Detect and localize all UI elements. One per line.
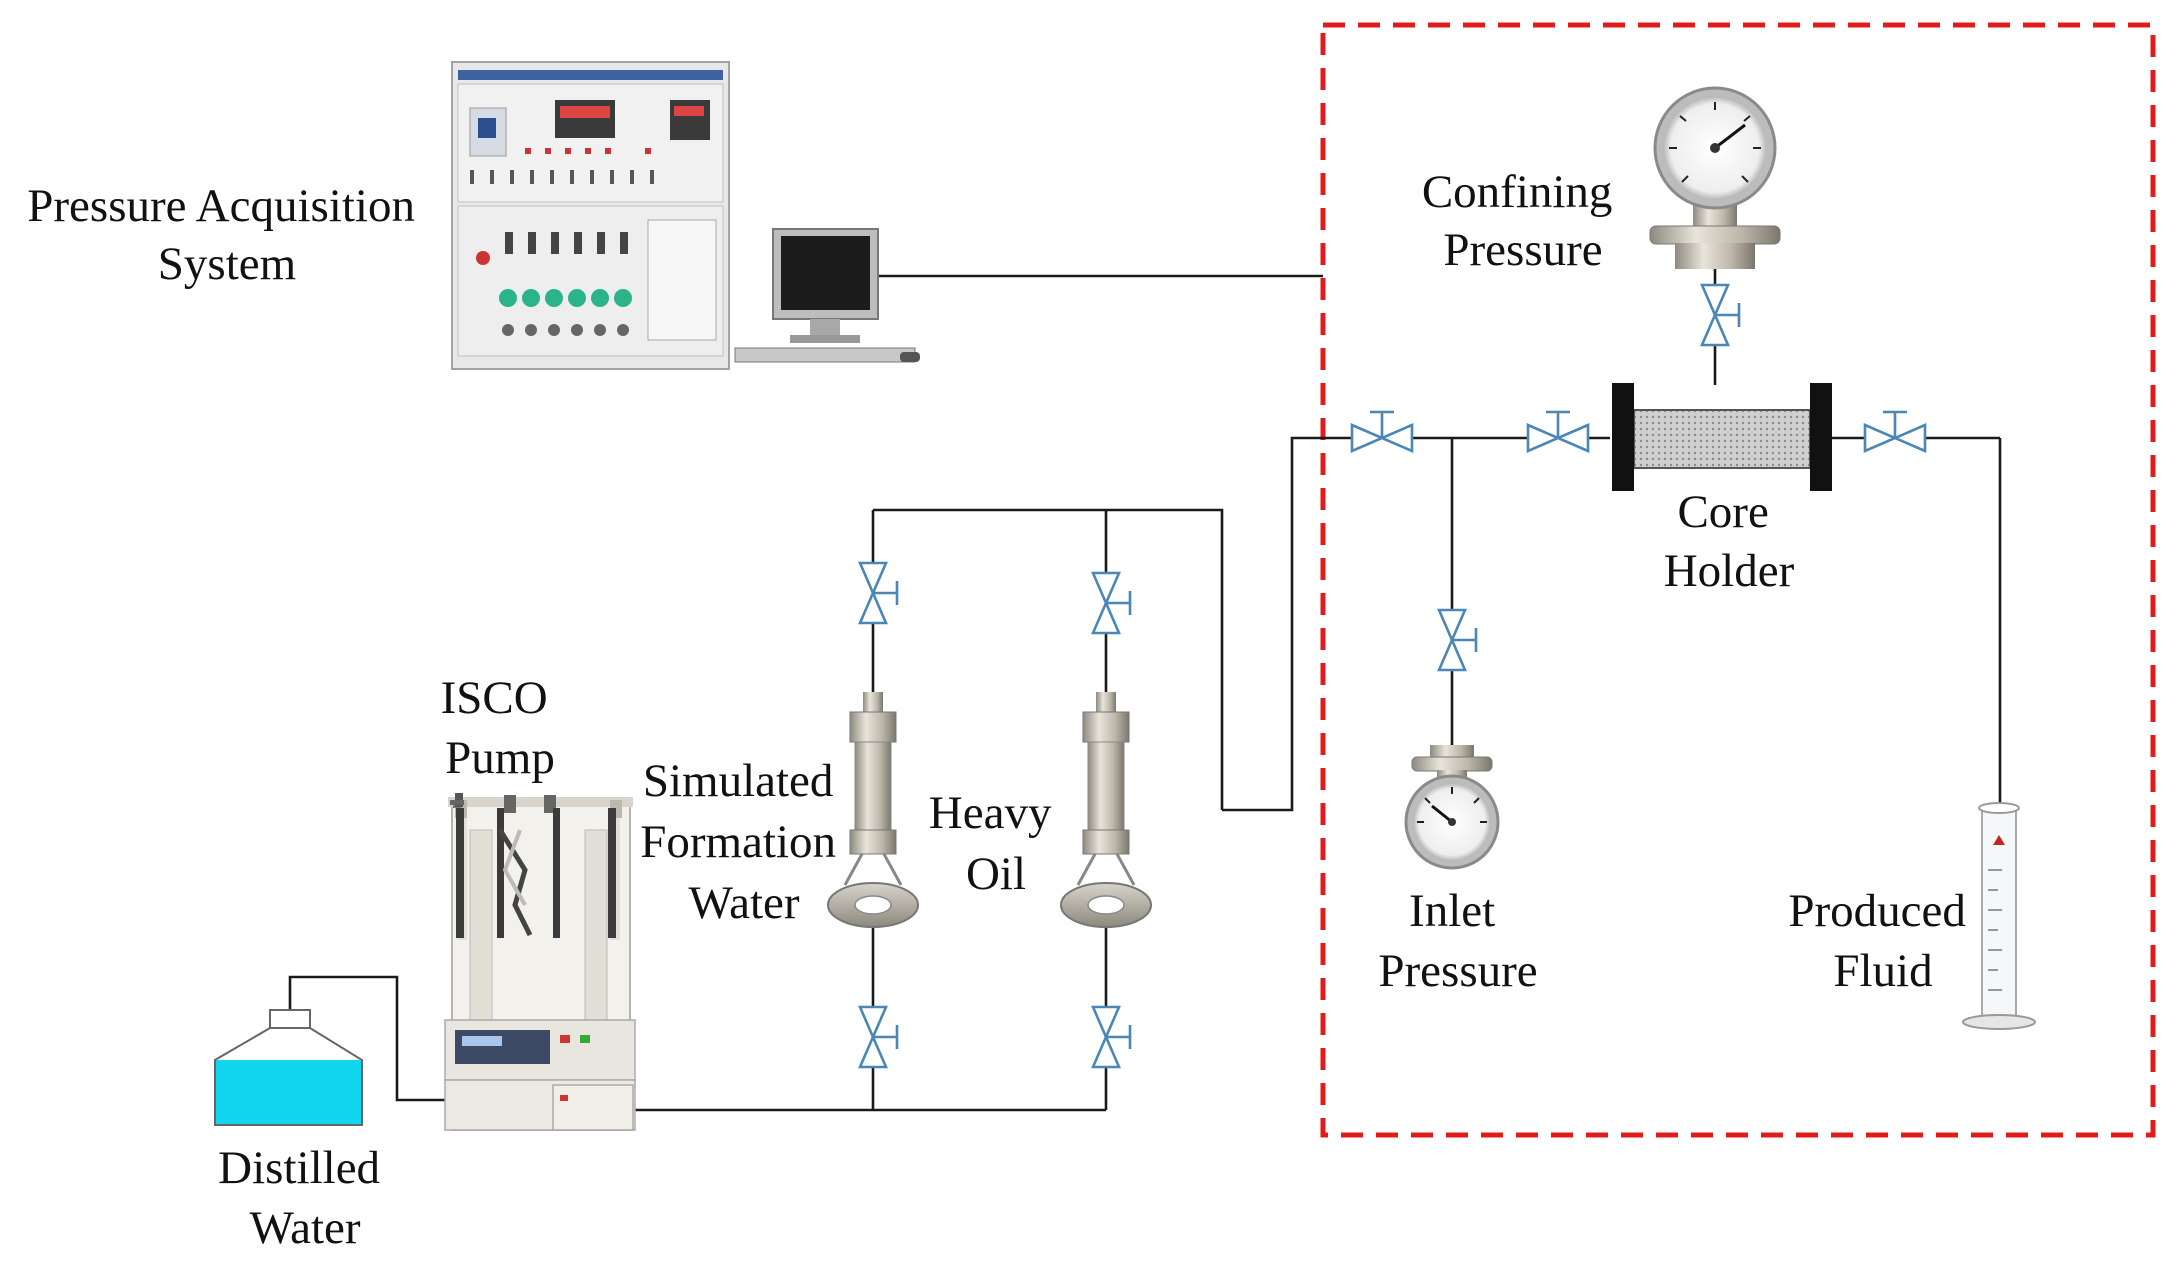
core-flooding-boundary xyxy=(1320,22,2156,1138)
inlet-pressure-label: Inlet Pressure xyxy=(1378,885,1537,997)
produced-fluid-label: Produced Fluid xyxy=(1788,885,1977,997)
core-holder-icon xyxy=(1612,383,1832,491)
heavy-oil-label: Heavy Oil xyxy=(929,787,1063,900)
oil-top-valve-icon xyxy=(1091,571,1132,635)
pipelines xyxy=(288,268,2002,1112)
pressure-acquisition-label: Pressure Acquisition System xyxy=(27,180,426,290)
distilled-water-tank-icon xyxy=(214,1009,363,1126)
pressure-acquisition-panel-icon xyxy=(451,61,730,370)
monitor-icon xyxy=(734,228,920,363)
confining-pressure-gauge-icon xyxy=(1649,86,1781,269)
isco-pump-icon xyxy=(444,793,636,1131)
isco-pump-label: ISCO Pump xyxy=(441,672,560,784)
core-holder-label: Core Holder xyxy=(1664,486,1795,597)
water-bottom-valve-icon xyxy=(858,1005,899,1069)
simulated-formation-water-label: Simulated Formation Water xyxy=(640,755,848,929)
produced-fluid-cylinder-icon xyxy=(1962,802,2036,1030)
inlet-valve-icon xyxy=(1350,410,1414,453)
oil-bottom-valve-icon xyxy=(1091,1005,1132,1069)
formation-water-container-icon xyxy=(827,692,919,928)
confining-valve-icon xyxy=(1700,283,1741,347)
heavy-oil-container-icon xyxy=(1060,692,1152,928)
inlet-gauge-valve-icon xyxy=(1437,608,1478,672)
core-inlet-valve-icon xyxy=(1526,410,1590,453)
confining-pressure-label: Confining Pressure xyxy=(1422,166,1624,276)
inlet-pressure-gauge-icon xyxy=(1404,745,1500,870)
distilled-water-label: Distilled Water xyxy=(218,1142,392,1254)
water-top-valve-icon xyxy=(858,561,899,625)
outlet-valve-icon xyxy=(1863,410,1927,453)
